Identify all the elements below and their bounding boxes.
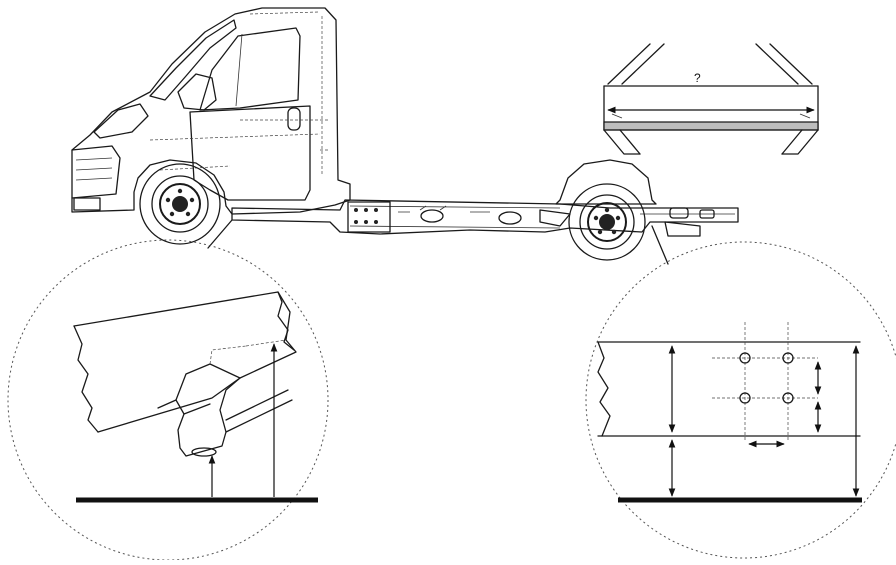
leader-line-left xyxy=(207,219,233,249)
left-detail-view xyxy=(7,239,329,561)
truck-side-view xyxy=(71,7,739,265)
front-bumper xyxy=(71,145,121,199)
bolt-hole-pattern xyxy=(712,322,818,440)
right-detail-view xyxy=(585,241,896,559)
rear-wheel xyxy=(568,183,646,261)
chassis-rail xyxy=(231,199,739,235)
front-crossmember xyxy=(347,201,391,233)
fog-light xyxy=(73,197,101,211)
headlight xyxy=(93,103,149,139)
front-wheel xyxy=(139,163,221,245)
spring-hanger xyxy=(539,209,571,227)
rear-bracket xyxy=(664,221,701,237)
frame-rail-section xyxy=(597,341,861,437)
cross-section-label: ? xyxy=(694,71,701,85)
rear-fender xyxy=(555,159,657,205)
plate-band xyxy=(603,121,819,131)
sill-member xyxy=(73,291,297,433)
leader-line-right xyxy=(651,225,669,265)
windshield xyxy=(149,19,237,101)
detail-boundary-left xyxy=(7,239,329,561)
door-window xyxy=(199,27,301,111)
rail-cutout xyxy=(420,209,444,223)
door-handle xyxy=(287,107,301,131)
rail-cutout xyxy=(498,211,522,225)
side-mirror-icon xyxy=(177,73,217,111)
cross-section-view: ? xyxy=(603,43,819,155)
jacking-bracket xyxy=(157,377,241,457)
detail-boundary-right xyxy=(585,241,896,559)
